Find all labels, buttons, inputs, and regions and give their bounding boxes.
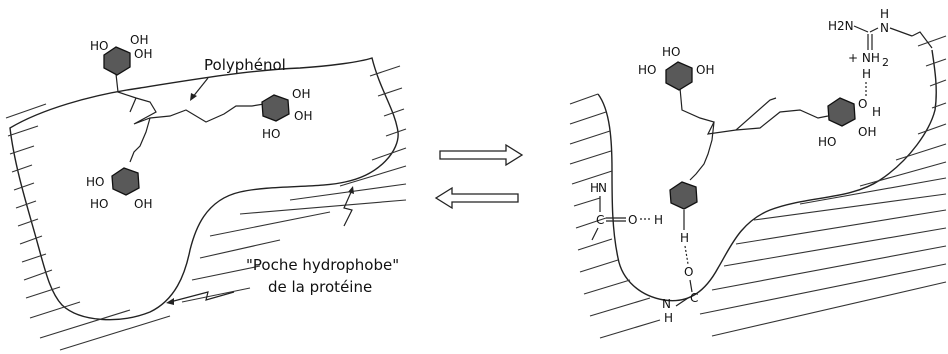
- guanidinium-group: H2N H N + NH 2 H: [828, 7, 933, 96]
- right-hatch-left: [569, 93, 661, 339]
- right-top-ring-oh: OH: [696, 63, 714, 77]
- forward-arrow: [439, 143, 524, 167]
- left-panel: HO OH OH OH OH HO HO HO OH Polyphénol "P…: [5, 33, 407, 351]
- left-hatch-outer: [5, 103, 171, 351]
- svg-text:C: C: [690, 291, 698, 305]
- svg-text:C: C: [596, 213, 604, 227]
- left-bottom-ring-ho2: HO: [90, 197, 108, 211]
- pocket-pointer-upper-head: [348, 186, 354, 194]
- amide-upper: H N C O H: [590, 181, 663, 241]
- svg-text:O: O: [684, 265, 693, 279]
- pocket-pointer-lower: [169, 291, 235, 303]
- polyphenol-pointer: [191, 77, 209, 99]
- left-top-ring: [103, 46, 131, 76]
- left-right-ring-oh2: OH: [294, 109, 312, 123]
- svg-text:H: H: [680, 231, 689, 245]
- right-polyphenol-skeleton: [679, 87, 829, 181]
- right-panel: HO HO OH H2N H N + NH 2 H O H OH HO H N: [569, 7, 947, 339]
- left-right-ring: [261, 94, 290, 122]
- polyphenol-pointer-head: [190, 93, 197, 101]
- svg-text:H2N: H2N: [828, 19, 854, 33]
- svg-text:O: O: [628, 213, 637, 227]
- svg-text:N: N: [598, 181, 607, 195]
- right-bottom-ring: [669, 181, 698, 210]
- svg-text:H: H: [880, 7, 889, 21]
- svg-text:2: 2: [882, 56, 889, 69]
- right-ring-o: O: [858, 97, 867, 111]
- right-pocket-outline: [597, 49, 937, 302]
- left-bottom-ring: [111, 167, 140, 196]
- right-ring-ho: HO: [818, 135, 836, 149]
- left-bottom-ring-ho1: HO: [86, 175, 104, 189]
- left-pocket-outline: [9, 57, 399, 321]
- svg-text:N: N: [880, 21, 889, 35]
- reverse-arrow: [434, 186, 519, 210]
- left-top-ring-ho: HO: [90, 39, 108, 53]
- left-bottom-ring-oh: OH: [134, 197, 152, 211]
- left-polyphenol-skeleton: [115, 73, 265, 163]
- right-top-ring: [665, 61, 693, 91]
- pocket-pointer-upper: [343, 189, 353, 227]
- equilibrium-arrows: [434, 143, 524, 210]
- polyphenol-label: Polyphénol: [204, 56, 286, 74]
- right-hatch-right: [699, 35, 947, 337]
- svg-text:+ NH: + NH: [848, 51, 880, 65]
- svg-text:H: H: [664, 311, 673, 325]
- pocket-label-line1: "Poche hydrophobe": [246, 256, 399, 274]
- right-ring-oh: OH: [858, 125, 876, 139]
- left-right-ring-ho: HO: [262, 127, 280, 141]
- right-right-ring: [827, 97, 856, 127]
- svg-text:H: H: [590, 181, 599, 195]
- right-top-ring-ho2: HO: [638, 63, 656, 77]
- left-right-ring-oh1: OH: [292, 87, 310, 101]
- left-top-ring-oh1: OH: [130, 33, 148, 47]
- svg-text:H: H: [862, 67, 871, 81]
- pocket-pointer-lower-head: [166, 298, 174, 305]
- right-top-ring-ho1: HO: [662, 45, 680, 59]
- svg-text:N: N: [662, 297, 671, 311]
- svg-text:H: H: [654, 213, 663, 227]
- right-ring-h: H: [872, 105, 881, 119]
- left-top-ring-oh2: OH: [134, 47, 152, 61]
- amide-lower: H O C N H: [662, 210, 698, 325]
- pocket-label-line2: de la protéine: [268, 278, 372, 296]
